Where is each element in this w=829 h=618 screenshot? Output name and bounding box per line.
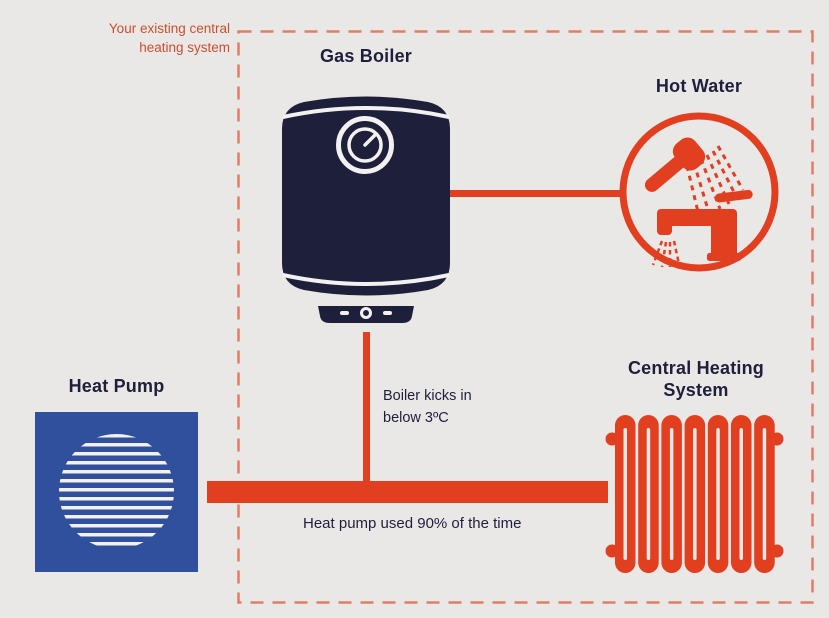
hot-water-label: Hot Water [655,76,743,96]
shower-head-icon [644,137,745,217]
existing-system-note: Your existing central heating system [108,21,230,55]
radiator-icon [605,415,784,573]
heat-pump-note: Heat pump used 90% of the time [303,515,522,532]
heat-pump-fan-icon [35,412,198,572]
hot-water-circle-icon [619,112,779,272]
boiler-note: Boiler kicks in below 3ºC [383,388,472,426]
gas-boiler-icon [282,96,450,323]
heat-pump-flow-bar [207,481,608,503]
connector-boiler-hotwater [448,190,622,197]
heat-pump-label: Heat Pump [68,376,165,396]
tap-faucet-icon [651,189,753,268]
thermostat-dial-icon [336,116,394,174]
fan-grille-icon [59,434,174,549]
connector-boiler-bar [363,332,370,482]
gas-boiler-label: Gas Boiler [319,46,413,66]
existing-system-dashed-boundary [237,30,814,604]
central-heating-label: Central Heating System [627,358,765,400]
